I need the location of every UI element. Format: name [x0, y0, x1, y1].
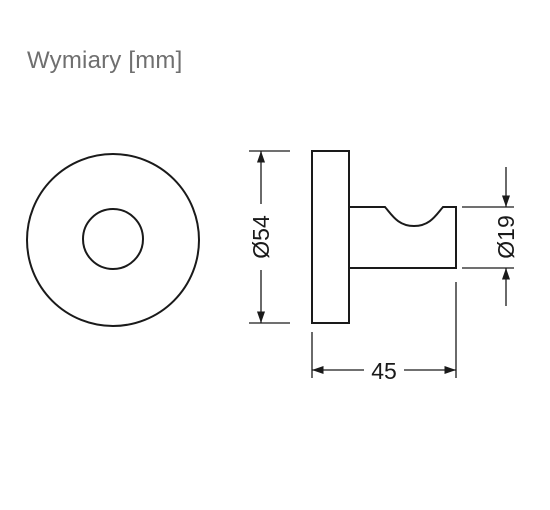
- front-view-inner-circle: [82, 208, 144, 270]
- dimension-depth: [311, 282, 457, 378]
- dimension-diameter-base: [249, 150, 290, 324]
- side-view: [311, 150, 457, 324]
- side-view-base-plate: [311, 150, 350, 324]
- drawing-title: Wymiary [mm]: [27, 47, 183, 74]
- dimension-label-diameter-base: Ø54: [248, 215, 274, 259]
- front-view-outer-circle: [26, 153, 200, 327]
- side-view-hook-profile: [349, 206, 457, 269]
- front-view: [26, 153, 200, 327]
- dimension-label-depth: 45: [371, 358, 397, 384]
- dimension-diameter-hook: [462, 167, 514, 306]
- dimension-label-diameter-hook: Ø19: [493, 215, 519, 258]
